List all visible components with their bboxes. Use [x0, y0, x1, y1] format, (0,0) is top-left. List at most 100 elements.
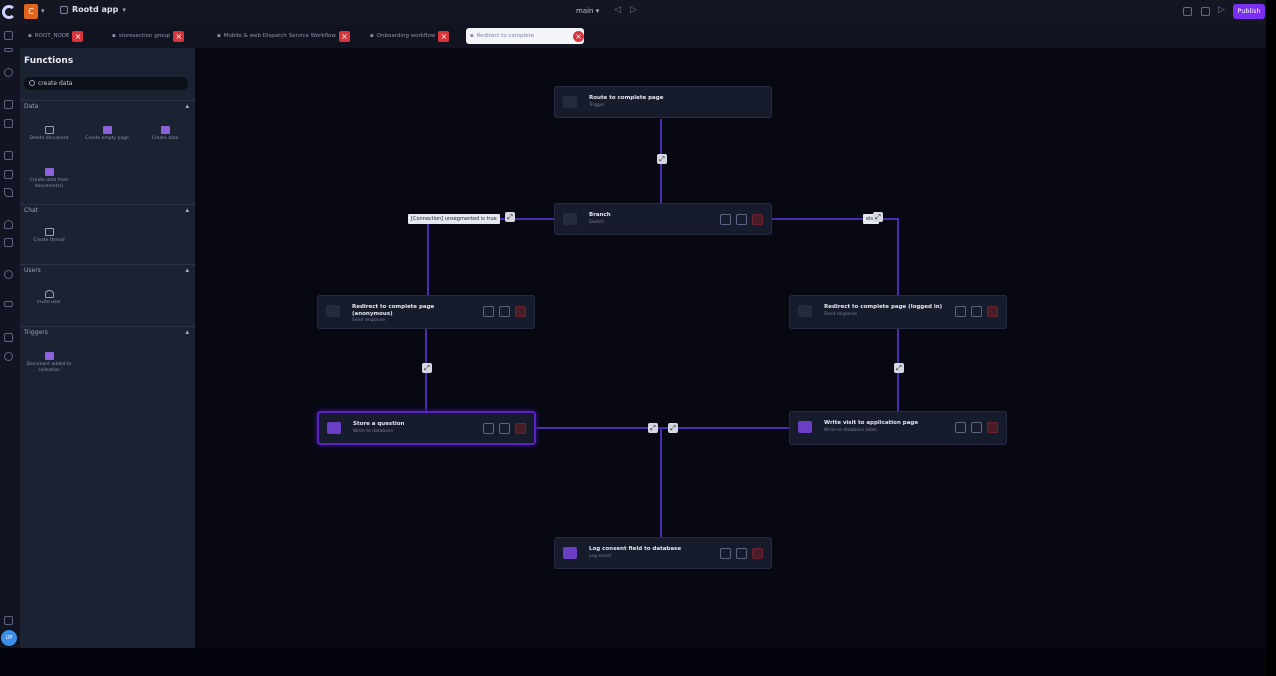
node-actions	[720, 214, 763, 225]
settings-icon[interactable]	[720, 214, 731, 225]
delete-icon[interactable]	[987, 422, 998, 433]
node-title: Log consent field to database	[589, 546, 682, 552]
section-triggers-header[interactable]: Triggers ▴	[20, 326, 195, 338]
tab-root-node[interactable]: ▪ ROOT_NODE ×	[24, 28, 100, 44]
duplicate-icon[interactable]	[736, 548, 747, 559]
settings-icon[interactable]	[1183, 7, 1192, 16]
close-tab-icon[interactable]: ×	[573, 30, 584, 42]
duplicate-icon[interactable]	[499, 306, 510, 317]
function-create-thread[interactable]: Create thread	[24, 228, 74, 244]
node-title: Route to complete page	[589, 95, 664, 101]
function-create-empty-page[interactable]: Create empty page	[82, 126, 132, 142]
wire-edit-icon[interactable]: ⤢	[505, 212, 515, 222]
settings-icon[interactable]	[483, 423, 494, 434]
node-log-consent[interactable]: Log consent field to database Log event	[554, 537, 772, 569]
code-icon[interactable]	[4, 100, 13, 109]
node-subtitle: Send response	[352, 318, 386, 323]
node-actions	[483, 306, 526, 317]
wire-edit-icon[interactable]: ⤢	[668, 423, 678, 433]
node-route-trigger[interactable]: Route to complete page Trigger	[554, 86, 772, 118]
settings-icon[interactable]	[955, 422, 966, 433]
undo-icon[interactable]: ◁	[614, 5, 621, 15]
database-icon	[563, 547, 577, 559]
close-tab-icon[interactable]: ×	[72, 30, 84, 42]
copy-icon[interactable]	[1201, 7, 1210, 16]
close-tab-icon[interactable]: ×	[173, 30, 185, 42]
settings-icon[interactable]	[955, 306, 966, 317]
folder-icon[interactable]	[4, 151, 13, 160]
node-redirect-anonymous[interactable]: Redirect to complete page (anonymous) Se…	[317, 295, 535, 329]
functions-icon[interactable]	[4, 170, 13, 179]
delete-icon[interactable]	[752, 214, 763, 225]
api-icon[interactable]	[4, 270, 13, 279]
app-switcher[interactable]: Rootd app ▾	[60, 5, 126, 14]
close-tab-icon[interactable]: ×	[338, 30, 350, 42]
run-icon[interactable]: ▷	[630, 5, 637, 15]
duplicate-icon[interactable]	[499, 423, 510, 434]
node-branch[interactable]: Branch Switch	[554, 203, 772, 235]
section-data-header[interactable]: Data ▴	[20, 100, 195, 112]
section-chat-header[interactable]: Chat ▴	[20, 204, 195, 216]
section-users-header[interactable]: Users ▴	[20, 264, 195, 276]
function-create-data-from-document[interactable]: Create data from document(s)	[24, 168, 74, 190]
node-subtitle: Send response	[824, 312, 858, 317]
function-document-added[interactable]: Document added to collection	[24, 352, 74, 374]
else-chip[interactable]: else	[863, 214, 880, 224]
tab-redirect-complete[interactable]: ▪ Redirect to complete ×	[466, 28, 584, 44]
function-label: Document added to collection	[26, 362, 72, 373]
data-icon[interactable]	[4, 119, 13, 128]
preview-icon[interactable]: ▷	[1218, 5, 1225, 15]
tab-storesection[interactable]: ▪ storesection group ×	[108, 28, 210, 44]
database-icon	[798, 421, 812, 433]
wire-edit-icon[interactable]: ⤢	[422, 363, 432, 373]
function-delete-document[interactable]: Delete document	[24, 126, 74, 142]
edit-icon[interactable]	[4, 188, 13, 197]
app-logo-icon[interactable]	[2, 5, 16, 19]
user-avatar[interactable]: UP	[1, 630, 17, 646]
chat-icon[interactable]	[4, 238, 13, 247]
duplicate-icon[interactable]	[736, 214, 747, 225]
branch-selector[interactable]: main ▾	[576, 7, 600, 15]
chevron-up-icon: ▴	[185, 266, 189, 274]
function-create-data[interactable]: Create data	[140, 126, 190, 142]
workflow-canvas[interactable]: Route to complete page Trigger Branch Sw…	[195, 48, 1266, 648]
layout-icon[interactable]	[4, 48, 13, 52]
help-icon[interactable]	[4, 616, 13, 625]
tab-dispatch-workflow[interactable]: ▪ Mobile & web Dispatch Service Workflow…	[213, 28, 355, 44]
users-icon[interactable]	[4, 220, 13, 229]
wire-branch-right	[772, 218, 899, 295]
node-redirect-logged-in[interactable]: Redirect to complete page (logged in) Se…	[789, 295, 1007, 329]
delete-icon[interactable]	[752, 548, 763, 559]
function-search-input[interactable]: create data	[24, 77, 188, 90]
wire-edit-icon[interactable]: ⤢	[657, 154, 667, 164]
node-store-question[interactable]: Store a question Write to database	[317, 411, 536, 445]
left-rail	[0, 24, 20, 648]
tab-bar: ▪ ROOT_NODE × ▪ storesection group × ▪ M…	[20, 24, 1266, 48]
clock-icon[interactable]	[4, 352, 13, 361]
wire-edit-icon[interactable]: ⤢	[894, 363, 904, 373]
delete-icon[interactable]	[515, 306, 526, 317]
location-icon[interactable]	[4, 68, 13, 77]
node-write-visit[interactable]: Write visit to application page Write to…	[789, 411, 1007, 445]
list-icon[interactable]	[4, 301, 13, 307]
delete-icon[interactable]	[987, 306, 998, 317]
settings-icon[interactable]	[720, 548, 731, 559]
condition-chip[interactable]: [Connection] unsegmented is true	[408, 214, 500, 224]
delete-icon[interactable]	[515, 423, 526, 434]
grid-icon[interactable]	[4, 333, 13, 342]
close-tab-icon[interactable]: ×	[438, 30, 450, 42]
duplicate-icon[interactable]	[971, 422, 982, 433]
function-invite-user[interactable]: Invite user	[24, 290, 74, 306]
publish-button[interactable]: Publish	[1233, 4, 1265, 19]
pages-icon[interactable]	[4, 31, 13, 40]
wire-edit-icon[interactable]: ⤢	[873, 212, 883, 222]
tab-onboarding[interactable]: ▪ Onboarding workflow ×	[366, 28, 455, 44]
group-icon: ▪	[112, 33, 116, 39]
org-chevron-icon[interactable]: ▾	[41, 7, 45, 15]
database-icon	[102, 126, 112, 134]
wire-edit-icon[interactable]: ⤢	[648, 423, 658, 433]
duplicate-icon[interactable]	[971, 306, 982, 317]
org-avatar[interactable]: C	[24, 4, 38, 19]
wire-branch-left	[427, 218, 554, 295]
settings-icon[interactable]	[483, 306, 494, 317]
